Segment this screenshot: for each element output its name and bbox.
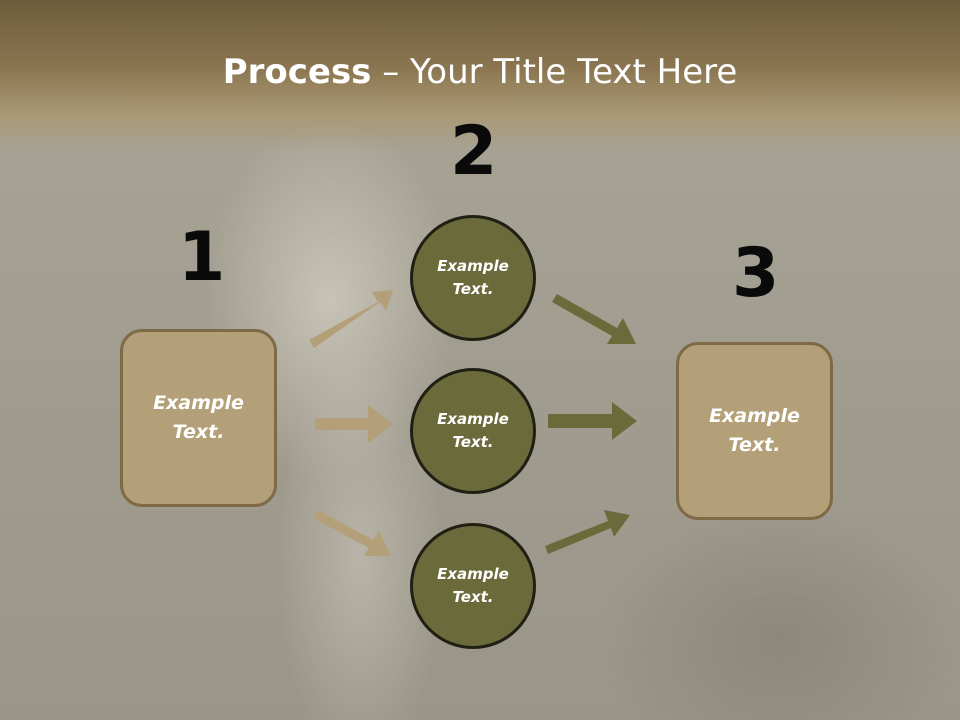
- circle-step-middle-text: Example Text.: [437, 410, 509, 451]
- left-step-box-text: Example Text.: [153, 392, 244, 443]
- arrow-box-to-circle-middle: [315, 405, 393, 443]
- circle-step-top-text: Example Text.: [437, 257, 509, 298]
- title-band: [0, 0, 960, 150]
- step-number-1: 1: [178, 218, 226, 297]
- circle-step-bottom-text: Example Text.: [437, 565, 509, 606]
- arrow-circle-bottom-to-box: [545, 510, 630, 554]
- right-step-box-text: Example Text.: [709, 405, 800, 456]
- arrow-box-to-circle-top: [309, 290, 393, 348]
- right-arrows: [545, 294, 637, 554]
- circle-step-top: Example Text.: [410, 215, 536, 341]
- left-step-box: Example Text.: [120, 329, 277, 507]
- right-step-box: Example Text.: [676, 342, 833, 520]
- circle-step-middle: Example Text.: [410, 368, 536, 494]
- step-number-3: 3: [732, 234, 780, 313]
- arrow-box-to-circle-bottom: [313, 510, 391, 556]
- circle-step-bottom: Example Text.: [410, 523, 536, 649]
- arrow-circle-middle-to-box: [548, 402, 637, 440]
- left-arrows: [309, 290, 393, 556]
- title-bold-part: Process: [222, 52, 372, 92]
- slide-title: Process – Your Title Text Here: [0, 52, 960, 92]
- step-number-2: 2: [450, 112, 498, 191]
- title-rest-part: – Your Title Text Here: [371, 52, 738, 92]
- arrow-circle-top-to-box: [552, 294, 636, 344]
